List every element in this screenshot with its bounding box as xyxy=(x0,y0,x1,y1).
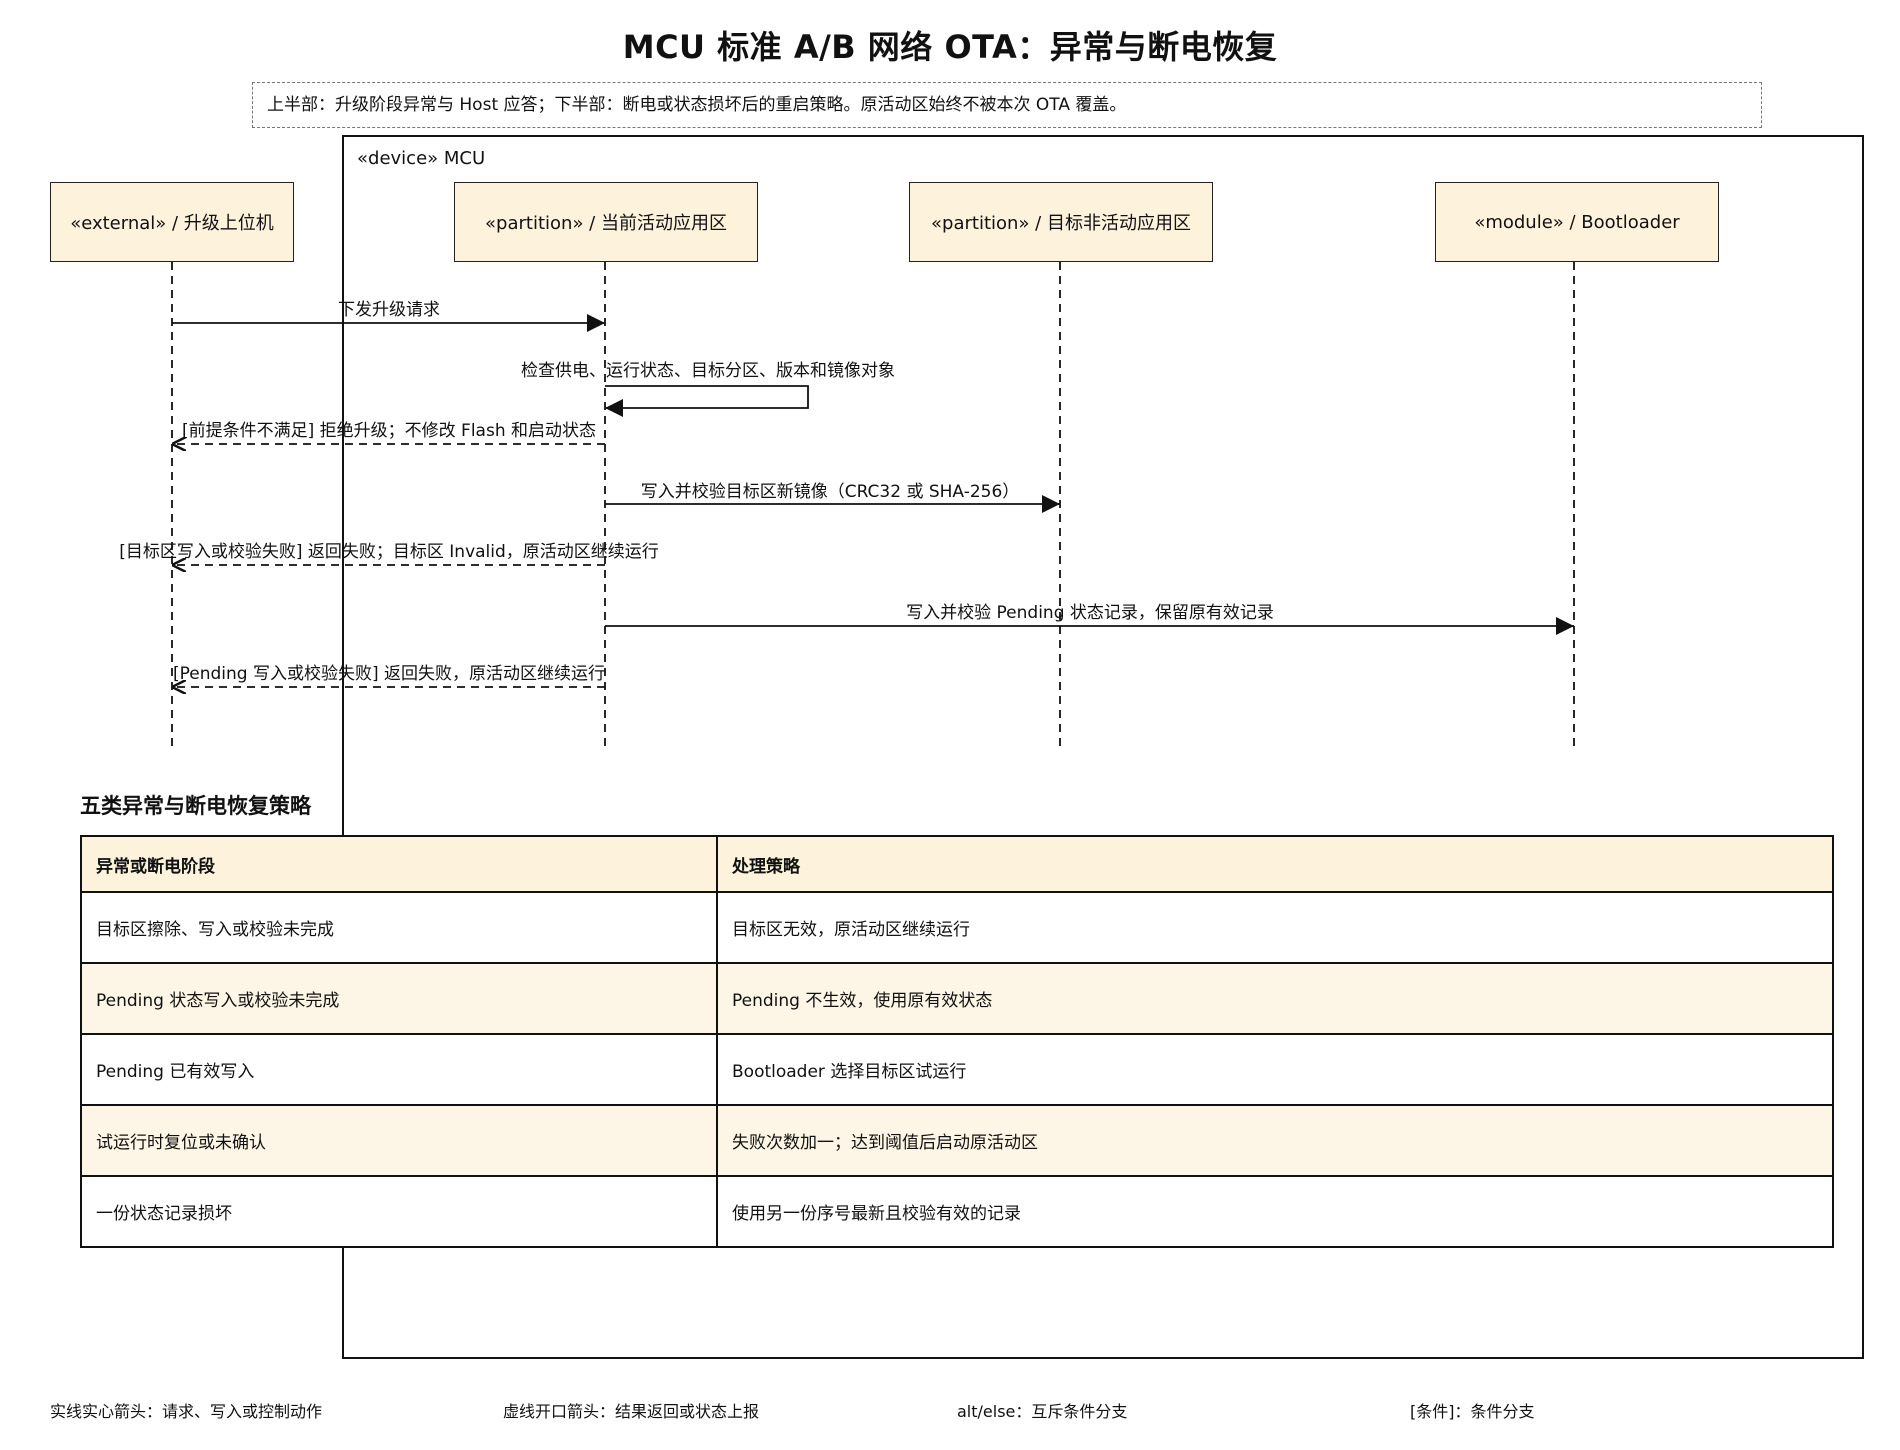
table-cell-strategy: 使用另一份序号最新且校验有效的记录 xyxy=(716,1175,1834,1248)
table-cell-stage: Pending 已有效写入 xyxy=(80,1033,718,1106)
table-cell-stage: 一份状态记录损坏 xyxy=(80,1175,718,1248)
message-pending-failure: [Pending 写入或校验失败] 返回失败，原活动区继续运行 xyxy=(172,664,606,684)
actor-bootloader: «module» / Bootloader xyxy=(1435,182,1719,262)
table-cell-stage: Pending 状态写入或校验未完成 xyxy=(80,962,718,1035)
actor-target-partition: «partition» / 目标非活动应用区 xyxy=(909,182,1213,262)
table-row: Pending 已有效写入 Bootloader 选择目标区试运行 xyxy=(80,1033,1834,1106)
message-write-pending: 写入并校验 Pending 状态记录，保留原有效记录 xyxy=(906,603,1274,623)
strategy-table-title: 五类异常与断电恢复策略 xyxy=(80,794,311,818)
legend-solid-arrow: 实线实心箭头：请求、写入或控制动作 xyxy=(50,1402,323,1421)
table-row: 一份状态记录损坏 使用另一份序号最新且校验有效的记录 xyxy=(80,1175,1834,1248)
table-cell-strategy: 失败次数加一；达到阈值后启动原活动区 xyxy=(716,1104,1834,1177)
table-cell-strategy: 目标区无效，原活动区继续运行 xyxy=(716,891,1834,964)
scope-note: 上半部：升级阶段异常与 Host 应答；下半部：断电或状态损坏后的重启策略。原活… xyxy=(252,82,1762,128)
table-row: 试运行时复位或未确认 失败次数加一；达到阈值后启动原活动区 xyxy=(80,1104,1834,1177)
table-cell-stage: 目标区擦除、写入或校验未完成 xyxy=(80,891,718,964)
device-boundary xyxy=(342,135,1864,1359)
message-write-image: 写入并校验目标区新镜像（CRC32 或 SHA-256） xyxy=(640,482,1020,502)
device-label: «device» MCU xyxy=(357,148,486,169)
arrow-self-check xyxy=(605,385,809,417)
table-cell-stage: 试运行时复位或未确认 xyxy=(80,1104,718,1177)
legend-dashed-arrow: 虚线开口箭头：结果返回或状态上报 xyxy=(503,1402,760,1421)
actor-host: «external» / 升级上位机 xyxy=(50,182,294,262)
message-upgrade-request: 下发升级请求 xyxy=(338,300,440,320)
table-header-strategy: 处理策略 xyxy=(716,835,1834,893)
table-row: 目标区擦除、写入或校验未完成 目标区无效，原活动区继续运行 xyxy=(80,891,1834,964)
legend-condition: [条件]：条件分支 xyxy=(1410,1402,1535,1421)
page-title: MCU 标准 A/B 网络 OTA：异常与断电恢复 xyxy=(622,28,1278,66)
table-cell-strategy: Pending 不生效，使用原有效状态 xyxy=(716,962,1834,1035)
message-reject-upgrade: [前提条件不满足] 拒绝升级；不修改 Flash 和启动状态 xyxy=(181,421,597,441)
actor-active-partition: «partition» / 当前活动应用区 xyxy=(454,182,758,262)
legend-alt-else: alt/else：互斥条件分支 xyxy=(957,1402,1128,1421)
table-cell-strategy: Bootloader 选择目标区试运行 xyxy=(716,1033,1834,1106)
message-self-check: 检查供电、运行状态、目标分区、版本和镜像对象 xyxy=(521,361,895,381)
table-row: Pending 状态写入或校验未完成 Pending 不生效，使用原有效状态 xyxy=(80,962,1834,1035)
table-header-row: 异常或断电阶段 处理策略 xyxy=(80,835,1834,893)
strategy-table: 异常或断电阶段 处理策略 目标区擦除、写入或校验未完成 目标区无效，原活动区继续… xyxy=(80,835,1834,1248)
table-header-stage: 异常或断电阶段 xyxy=(80,835,718,893)
message-target-failure: [目标区写入或校验失败] 返回失败；目标区 Invalid，原活动区继续运行 xyxy=(119,542,659,562)
